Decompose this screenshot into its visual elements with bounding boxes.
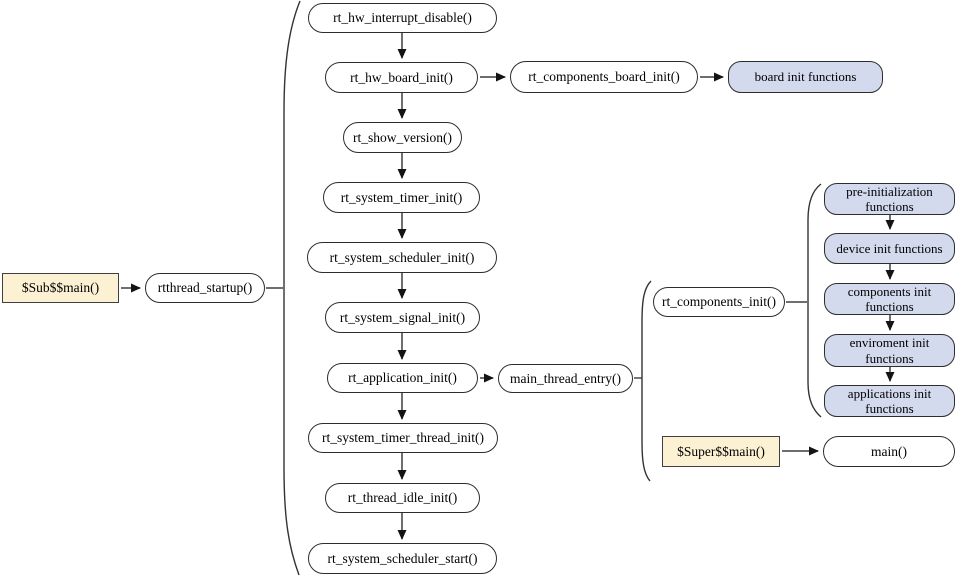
node-rt-thread-idle-init: rt_thread_idle_init() bbox=[325, 483, 480, 513]
plain-edges bbox=[266, 287, 807, 379]
node-rt-system-scheduler-start: rt_system_scheduler_start() bbox=[308, 543, 497, 574]
node-rt-system-scheduler-init: rt_system_scheduler_init() bbox=[307, 242, 497, 273]
node-sub-main: $Sub$$main() bbox=[2, 273, 119, 303]
node-rtthread-startup: rtthread_startup() bbox=[145, 273, 265, 303]
node-enviroment-init-functions: enviroment init functions bbox=[824, 334, 955, 367]
group-braces bbox=[283, 0, 822, 576]
node-device-init-functions: device init functions bbox=[824, 233, 955, 264]
node-rt-system-timer-init: rt_system_timer_init() bbox=[323, 182, 480, 213]
node-applications-init-functions: applications init functions bbox=[824, 385, 955, 417]
node-rt-show-version: rt_show_version() bbox=[343, 122, 462, 153]
node-rt-hw-board-init: rt_hw_board_init() bbox=[325, 62, 478, 93]
startup-group-brace bbox=[283, 0, 301, 576]
flow-arrows bbox=[121, 33, 895, 540]
node-components-init-functions: components init functions bbox=[824, 283, 955, 315]
node-rt-components-init: rt_components_init() bbox=[653, 287, 785, 317]
main-group-brace bbox=[641, 280, 652, 482]
node-main-thread-entry: main_thread_entry() bbox=[498, 364, 633, 393]
node-rt-hw-interrupt-disable: rt_hw_interrupt_disable() bbox=[308, 3, 497, 33]
node-super-main: $Super$$main() bbox=[662, 436, 780, 467]
node-pre-initialization-functions: pre-initialization functions bbox=[824, 183, 955, 215]
node-rt-system-signal-init: rt_system_signal_init() bbox=[325, 302, 480, 333]
node-rt-components-board-init: rt_components_board_init() bbox=[510, 61, 698, 93]
node-rt-application-init: rt_application_init() bbox=[327, 363, 478, 393]
node-board-init-functions: board init functions bbox=[728, 61, 883, 93]
node-rt-system-timer-thread-init: rt_system_timer_thread_init() bbox=[308, 423, 498, 453]
init-functions-group-brace bbox=[807, 183, 822, 418]
node-main: main() bbox=[823, 436, 955, 467]
